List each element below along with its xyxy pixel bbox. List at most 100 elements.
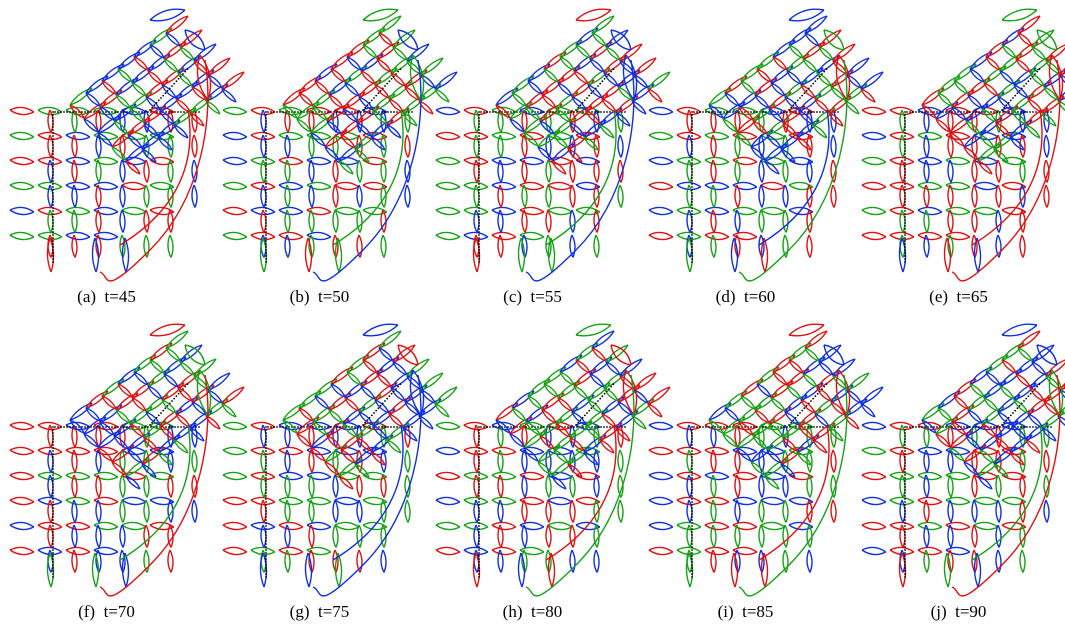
diagonal-cell-curve xyxy=(557,380,581,399)
horizontal-cell-curve xyxy=(704,521,730,528)
diagonal-cell-curve xyxy=(828,427,844,442)
node-dot xyxy=(265,261,267,263)
vertical-cell-curve xyxy=(593,209,598,233)
vertical-cell-curve xyxy=(143,474,148,498)
vertical-cell-curve xyxy=(284,234,289,258)
vertical-cell-curve xyxy=(806,159,811,183)
diagonal-cell-curve xyxy=(921,104,937,119)
diagonal-cell-curve xyxy=(615,112,631,127)
horizontal-cell-curve xyxy=(861,449,887,456)
horizontal-cell-curve xyxy=(973,449,999,456)
node-dot xyxy=(327,111,329,113)
node-dot xyxy=(592,404,595,407)
vertical-cell-curve xyxy=(286,474,291,498)
diagonal-cell-curve xyxy=(587,399,603,414)
diagonal-cell-curve xyxy=(784,411,800,426)
diagonal-cell-curve xyxy=(772,354,796,373)
horizontal-cell-curve xyxy=(945,234,971,241)
node-dot xyxy=(52,438,54,440)
vertical-cell-curve xyxy=(382,234,387,258)
horizontal-cell-curve xyxy=(278,471,304,478)
diagonal-cell-curve xyxy=(362,359,378,374)
node-dot xyxy=(821,73,823,75)
diagonal-cell-curve xyxy=(161,84,177,99)
node-dot xyxy=(904,234,906,236)
diagonal-cell-curve xyxy=(420,372,444,391)
node-dot xyxy=(265,432,267,434)
vertical-cell-curve xyxy=(734,134,739,158)
diagonal-cell-curve xyxy=(647,403,663,418)
horizontal-cell-curve xyxy=(704,496,730,503)
outer-lobe xyxy=(838,369,851,416)
vertical-cell-curve xyxy=(782,499,787,523)
node-dot xyxy=(160,97,162,99)
horizontal-cell-curve xyxy=(9,546,35,553)
node-dot xyxy=(265,480,267,482)
diagonal-cell-curve xyxy=(525,89,549,108)
node-dot xyxy=(609,111,611,113)
diagonal-cell-curve xyxy=(193,43,217,62)
node-dot xyxy=(351,426,353,428)
diagonal-cell-curve xyxy=(372,425,388,440)
node-dot xyxy=(691,498,693,500)
vertical-cell-curve xyxy=(143,499,148,523)
diagonal-cell-curve xyxy=(390,72,406,87)
vertical-cell-curve xyxy=(356,234,361,258)
horizontal-cell-curve xyxy=(306,549,332,556)
diagonal-cell-curve xyxy=(537,129,561,148)
diagonal-cell-curve xyxy=(575,44,591,59)
diagonal-cell-curve xyxy=(191,69,215,88)
node-dot xyxy=(324,426,326,428)
bottom-lens xyxy=(688,237,694,273)
vertical-cell-curve xyxy=(569,524,574,548)
diagonal-cell-curve xyxy=(965,435,981,450)
diagonal-cell-curve xyxy=(527,395,543,410)
node-dot xyxy=(378,426,380,428)
diagonal-cell-curve xyxy=(997,394,1021,413)
diagonal-cell-curve xyxy=(953,63,977,82)
node-dot xyxy=(691,471,693,473)
node-dot xyxy=(904,123,906,125)
diagonal-cell-curve xyxy=(1043,401,1059,416)
horizontal-cell-curve xyxy=(519,499,545,506)
outer-lobe xyxy=(397,344,419,366)
bottom-lens xyxy=(976,237,982,273)
node-dot xyxy=(52,498,54,500)
node-dot xyxy=(921,111,923,113)
node-dot xyxy=(363,426,365,428)
horizontal-cell-curve xyxy=(435,449,461,456)
node-dot xyxy=(691,558,693,560)
node-dot xyxy=(1009,414,1012,417)
vertical-cell-curve xyxy=(499,524,504,548)
diagonal-cell-curve xyxy=(977,143,1001,162)
node-dot xyxy=(478,249,480,251)
horizontal-cell-curve xyxy=(93,496,119,503)
vertical-cell-curve xyxy=(547,184,552,208)
horizontal-cell-curve xyxy=(917,524,943,531)
diagonal-cell-curve xyxy=(766,134,782,149)
node-dot xyxy=(904,156,906,158)
node-dot xyxy=(597,111,599,113)
diagonal-cell-curve xyxy=(633,372,657,391)
vertical-cell-curve xyxy=(925,474,930,498)
diagonal-cell-curve xyxy=(539,418,563,437)
horizontal-cell-curve xyxy=(648,106,674,113)
horizontal-cell-curve xyxy=(306,231,332,238)
diagonal-cell-curve xyxy=(599,422,623,441)
horizontal-cell-curve xyxy=(65,131,91,138)
node-dot xyxy=(1034,388,1036,390)
diagonal-cell-curve xyxy=(772,39,796,58)
diagonal-cell-curve xyxy=(569,122,585,137)
horizontal-cell-curve xyxy=(65,474,91,481)
diagonal-cell-curve xyxy=(165,330,189,349)
outer-lobe xyxy=(397,344,419,366)
horizontal-cell-curve xyxy=(306,206,332,213)
bottom-lens xyxy=(94,237,100,273)
vertical-cell-curve xyxy=(830,474,835,498)
horizontal-cell-curve xyxy=(435,446,461,453)
horizontal-cell-curve xyxy=(889,496,915,503)
node-dot xyxy=(762,426,764,428)
node-dot xyxy=(265,564,267,566)
diagonal-cell-curve xyxy=(179,344,203,363)
diagonal-cell-curve xyxy=(312,106,328,121)
